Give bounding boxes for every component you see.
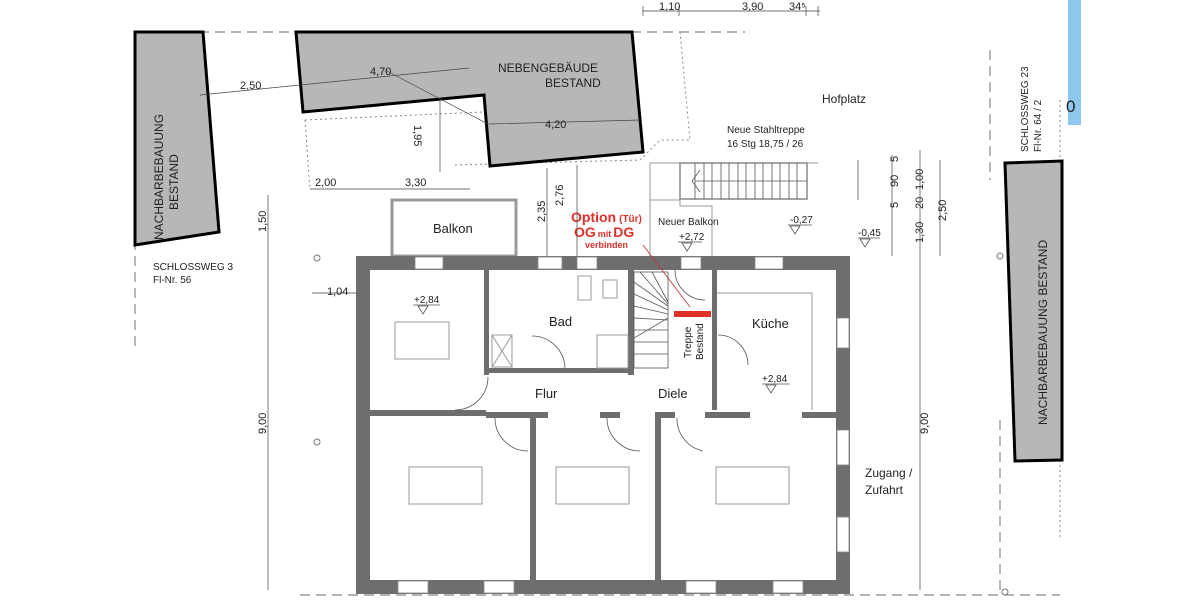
outbuilding xyxy=(294,30,645,168)
dim-900-left: 9,00 xyxy=(257,413,269,434)
new-stair-label-2: 16 Stg 18,75 / 26 xyxy=(727,139,804,150)
dim-row-90: 90 xyxy=(889,175,901,187)
outbuilding-label-1: NEBENGEBÄUDE xyxy=(498,61,598,75)
annotation-line-3: verbinden xyxy=(585,240,628,250)
dim-235: 2,35 xyxy=(536,201,548,222)
annotation-line-1: Option(Tür) xyxy=(571,209,642,225)
hallway-label: Flur xyxy=(535,386,558,401)
parcel-right-street: SCHLOSSWEG 23 xyxy=(1020,66,1031,152)
dim-row-5b: 5 xyxy=(889,202,901,208)
neighbor-left-label-2: BESTAND xyxy=(167,154,181,210)
furniture xyxy=(394,275,813,505)
edge-glyph: 0 xyxy=(1066,97,1075,116)
dim-top-2: 3,90 xyxy=(742,1,763,13)
neighbor-building-left xyxy=(133,30,221,247)
dim-top-3: 34⁵ xyxy=(789,1,806,13)
existing-stair xyxy=(633,271,669,369)
neighbor-right-label: NACHBARBEBAUUNG BESTAND xyxy=(1036,240,1050,425)
dim-276: 2,76 xyxy=(554,185,566,206)
dim-420: 4,20 xyxy=(545,119,566,131)
windows xyxy=(397,256,850,594)
outbuilding-label-2: BESTAND xyxy=(545,76,601,90)
grid-markers xyxy=(313,252,1009,596)
dim-330: 3,30 xyxy=(405,177,426,189)
dimension-lines xyxy=(199,6,941,590)
vestibule-label: Diele xyxy=(658,386,688,401)
parcel-left-number: Fl-Nr. 56 xyxy=(153,275,192,286)
door-option-marker xyxy=(674,311,711,317)
dim-top-1: 1,10 xyxy=(659,1,680,13)
elevation-new-balcony: +2,72 xyxy=(679,232,705,243)
annotation-leader xyxy=(642,244,691,308)
dim-150: 1,50 xyxy=(257,211,269,232)
balcony-label: Balkon xyxy=(433,221,473,236)
new-stair-label-1: Neue Stahltreppe xyxy=(727,125,805,136)
elevation-yard-upper: -0,27 xyxy=(790,215,813,226)
building-walls xyxy=(356,256,850,594)
dim-row-20: 20 xyxy=(914,197,926,209)
new-balcony-label: Neuer Balkon xyxy=(658,217,719,228)
elevation-yard-lower: -0,45 xyxy=(858,228,881,239)
dim-row-100: 1,00 xyxy=(914,169,926,190)
dim-250: 2,50 xyxy=(240,80,261,92)
steel-stair xyxy=(679,162,808,200)
dim-900-right: 9,00 xyxy=(919,413,931,434)
elevation-marks xyxy=(413,224,880,394)
dim-row-130: 1,30 xyxy=(914,222,926,243)
dim-470: 4,70 xyxy=(370,66,391,78)
parcel-left-street: SCHLOSSWEG 3 xyxy=(153,262,233,273)
elevation-left-room: +2,84 xyxy=(414,295,440,306)
stair-existing-label-1: Treppe xyxy=(683,326,694,358)
dim-row-250: 2,50 xyxy=(937,200,949,221)
elevation-kitchen: +2,84 xyxy=(762,374,788,385)
doors xyxy=(454,269,749,452)
dim-104: 1,04 xyxy=(327,286,348,298)
neighbor-building-right xyxy=(1003,159,1064,463)
kitchen-label: Küche xyxy=(752,316,789,331)
edge-strip xyxy=(1068,0,1081,125)
bathroom-label: Bad xyxy=(549,314,572,329)
courtyard-label: Hofplatz xyxy=(822,92,866,106)
dim-195: 1,95 xyxy=(411,125,423,146)
balcony xyxy=(390,198,518,258)
access-label-1: Zugang / xyxy=(865,466,913,480)
stair-existing-label-2: Bestand xyxy=(695,323,706,360)
new-balcony-outline xyxy=(649,162,818,256)
boundary-dotted xyxy=(304,31,1061,540)
access-label-2: Zufahrt xyxy=(865,483,904,497)
dim-200: 2,00 xyxy=(315,177,336,189)
dim-row-5a: 5 xyxy=(889,156,901,162)
neighbor-left-label-1: NACHBARBEBAUUNG xyxy=(152,114,166,240)
parcel-right-number: Fl-Nr. 64 / 2 xyxy=(1033,99,1044,152)
property-line-right xyxy=(300,50,1060,596)
